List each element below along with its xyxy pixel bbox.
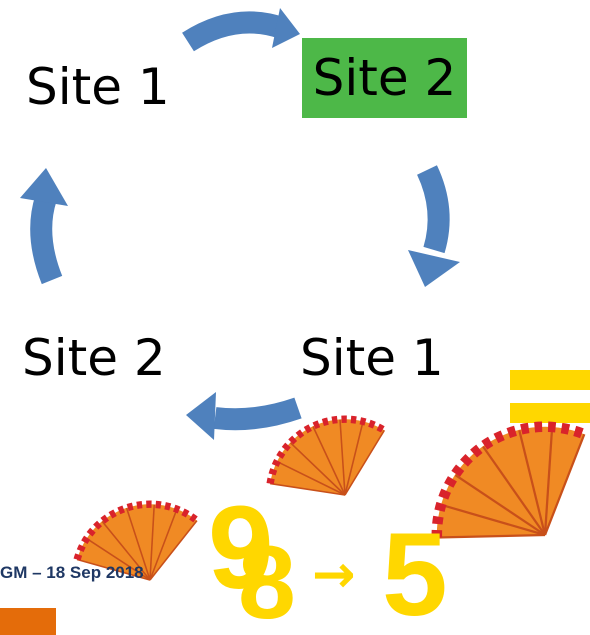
- arrow-left: [20, 168, 68, 285]
- equals-sign: [510, 370, 590, 423]
- number-from-overlay: 8: [238, 525, 296, 635]
- node-site2-bottom: Site 2: [22, 329, 166, 387]
- node-site2-top: Site 2: [302, 38, 467, 118]
- arrow-icon: →: [312, 545, 356, 605]
- footer-accent-bar: [0, 608, 56, 635]
- number-from: 9: [208, 482, 274, 614]
- fan-icon-middle: [256, 400, 402, 522]
- footer-caption: GM – 18 Sep 2018: [0, 563, 144, 582]
- node-site1-bottom: Site 1: [300, 329, 444, 387]
- node-site1-top: Site 1: [26, 58, 170, 116]
- number-to: 5: [382, 509, 448, 635]
- arrow-top: [182, 8, 300, 52]
- node-site2-top-text: Site 2: [312, 49, 457, 107]
- arrow-bottom: [186, 392, 302, 440]
- arrow-right: [408, 165, 460, 287]
